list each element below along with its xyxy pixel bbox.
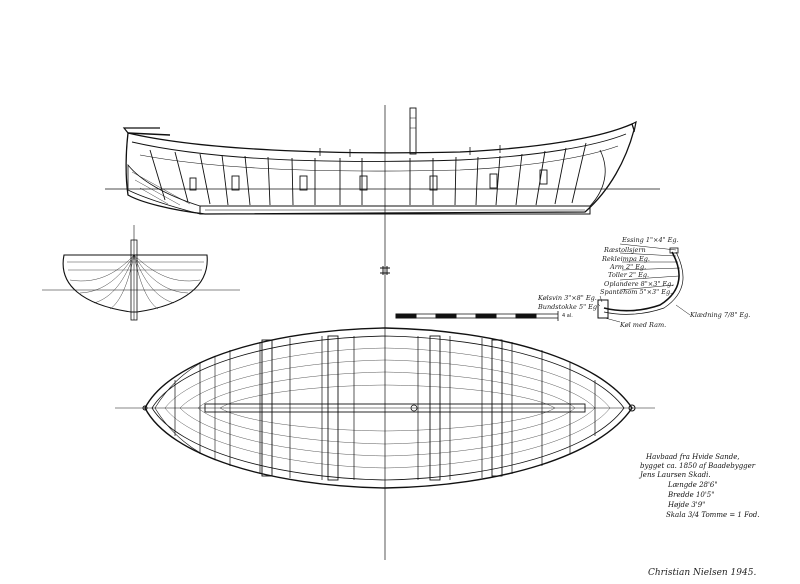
hull-profile-outline xyxy=(125,123,635,215)
label-klaedning: Klædning 7/8" Eg. xyxy=(690,311,751,319)
label-toller: Toller 2" Eg. xyxy=(608,271,650,279)
label-oplandere: Oplandere 8"×3" Eg. xyxy=(604,280,674,288)
plan-frames xyxy=(174,336,596,480)
profile-view xyxy=(105,107,660,215)
body-plan-outline xyxy=(62,254,208,313)
section-hull-curve xyxy=(603,251,680,312)
plan-view xyxy=(115,327,655,489)
title-depth: Højde 3'9" xyxy=(668,501,706,509)
title-line-3: Jens Laursen Skadi. xyxy=(640,471,711,479)
label-bundstokke: Bundstokke 5" Eg. xyxy=(538,303,600,311)
title-beam: Bredde 10'5" xyxy=(668,491,715,499)
profile-thwarts xyxy=(189,169,548,191)
title-line-2: bygget ca. 1850 af Baadebygger xyxy=(640,462,756,470)
label-raestollsjern: Ræstollsjern xyxy=(604,246,646,254)
plan-hull-outline xyxy=(144,327,633,489)
section-detail-view xyxy=(597,243,691,323)
label-arm: Arm 2" Eg. xyxy=(610,263,647,271)
plan-thwarts xyxy=(261,335,503,481)
label-rekleimpa: Rekleimpa Eg. xyxy=(602,255,650,263)
signature: Christian Nielsen 1945. xyxy=(648,568,757,578)
title-line-1: Havbaad fra Hvide Sande, xyxy=(646,453,740,461)
label-essing: Essing 1"×4" Eg. xyxy=(622,236,679,244)
label-kol-med-ram: Køl med Ram. xyxy=(620,321,667,329)
scale-end-label: 4 al. xyxy=(562,313,573,319)
title-scale: Skala 3/4 Tomme = 1 Fod. xyxy=(666,511,760,519)
label-kolsvin: Kølsvin 3"×8" Eg. xyxy=(538,294,597,302)
body-plan-view xyxy=(42,225,240,321)
scale-bar xyxy=(395,311,559,321)
profile-frames xyxy=(149,142,587,206)
mast-partner xyxy=(409,107,417,155)
label-spantehom: Spantehom 5"×3" Eg. xyxy=(600,288,673,296)
midship-mark xyxy=(380,266,390,275)
title-length: Længde 28'6" xyxy=(668,481,718,489)
